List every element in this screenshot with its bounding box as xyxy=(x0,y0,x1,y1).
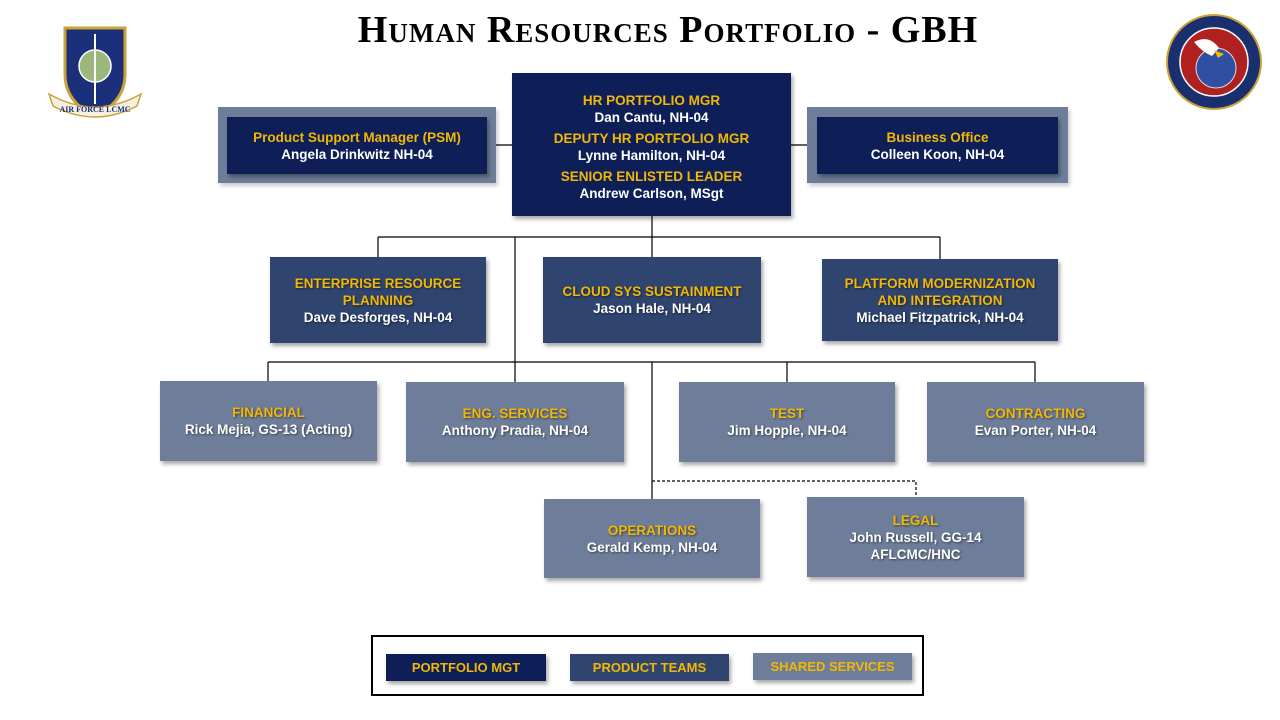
psm-title: Product Support Manager (PSM) xyxy=(253,129,461,145)
product-team-platform: PLATFORM MODERNIZATION AND INTEGRATION M… xyxy=(822,259,1058,341)
legend-product-teams: PRODUCT TEAMS xyxy=(570,654,729,681)
service-lead: John Russell, GG-14 xyxy=(849,529,982,545)
team-title: PLATFORM MODERNIZATION AND INTEGRATION xyxy=(844,275,1036,308)
service-lead: Jim Hopple, NH-04 xyxy=(727,423,847,438)
service-lead: Rick Mejia, GS-13 (Acting) xyxy=(184,422,353,437)
psm-box: Product Support Manager (PSM) Angela Dri… xyxy=(227,117,487,174)
service-lead: Gerald Kemp, NH-04 xyxy=(586,539,718,555)
role-name: Andrew Carlson, MSgt xyxy=(579,185,724,201)
legend xyxy=(371,635,924,696)
air-force-lcmc-logo: AIR FORCE LCMC xyxy=(45,24,145,124)
legend-shared-services: SHARED SERVICES xyxy=(753,653,912,680)
service-title: LEGAL xyxy=(892,512,939,528)
service-lead: Anthony Pradia, NH-04 xyxy=(441,423,589,438)
role-title: DEPUTY HR PORTFOLIO MGR xyxy=(553,130,750,146)
shared-service-test: TEST Jim Hopple, NH-04 xyxy=(679,382,895,462)
role-title: HR PORTFOLIO MGR xyxy=(582,92,721,108)
page-title: Human Resources Portfolio - GBH xyxy=(357,9,979,51)
product-team-cloud: CLOUD SYS SUSTAINMENT Jason Hale, NH-04 xyxy=(543,257,761,343)
role-title: SENIOR ENLISTED LEADER xyxy=(560,168,743,184)
business-office-name: Colleen Koon, NH-04 xyxy=(870,146,1005,162)
business-office-box: Business Office Colleen Koon, NH-04 xyxy=(817,117,1058,174)
legend-portfolio-mgt: PORTFOLIO MGT xyxy=(386,654,546,681)
service-org: AFLCMC/HNC xyxy=(870,546,961,562)
service-title: OPERATIONS xyxy=(607,522,697,538)
service-title: CONTRACTING xyxy=(985,406,1086,421)
service-title: ENG. SERVICES xyxy=(462,406,568,421)
shared-service-legal: LEGAL John Russell, GG-14 AFLCMC/HNC xyxy=(807,497,1024,577)
shared-service-financial: FINANCIAL Rick Mejia, GS-13 (Acting) xyxy=(160,381,377,461)
portfolio-leadership-box: HR PORTFOLIO MGR Dan Cantu, NH-04 DEPUTY… xyxy=(512,73,791,216)
service-lead: Evan Porter, NH-04 xyxy=(974,423,1097,438)
team-lead: Jason Hale, NH-04 xyxy=(593,301,711,316)
role-name: Dan Cantu, NH-04 xyxy=(594,109,709,125)
shared-service-contracting: CONTRACTING Evan Porter, NH-04 xyxy=(927,382,1144,462)
svg-text:AIR FORCE LCMC: AIR FORCE LCMC xyxy=(59,105,130,114)
role-name: Lynne Hamilton, NH-04 xyxy=(577,147,726,163)
shared-service-operations: OPERATIONS Gerald Kemp, NH-04 xyxy=(544,499,760,578)
team-lead: Dave Desforges, NH-04 xyxy=(303,309,453,325)
business-office-title: Business Office xyxy=(886,129,989,145)
team-title: CLOUD SYS SUSTAINMENT xyxy=(562,284,742,299)
product-team-erp: ENTERPRISE RESOURCE PLANNING Dave Desfor… xyxy=(270,257,486,343)
shared-service-eng: ENG. SERVICES Anthony Pradia, NH-04 xyxy=(406,382,624,462)
team-lead: Michael Fitzpatrick, NH-04 xyxy=(856,309,1024,325)
service-title: FINANCIAL xyxy=(232,405,305,420)
service-title: TEST xyxy=(769,406,805,421)
team-title: ENTERPRISE RESOURCE PLANNING xyxy=(294,275,462,308)
psm-name: Angela Drinkwitz NH-04 xyxy=(281,146,433,162)
business-enterprise-systems-seal xyxy=(1164,12,1264,112)
